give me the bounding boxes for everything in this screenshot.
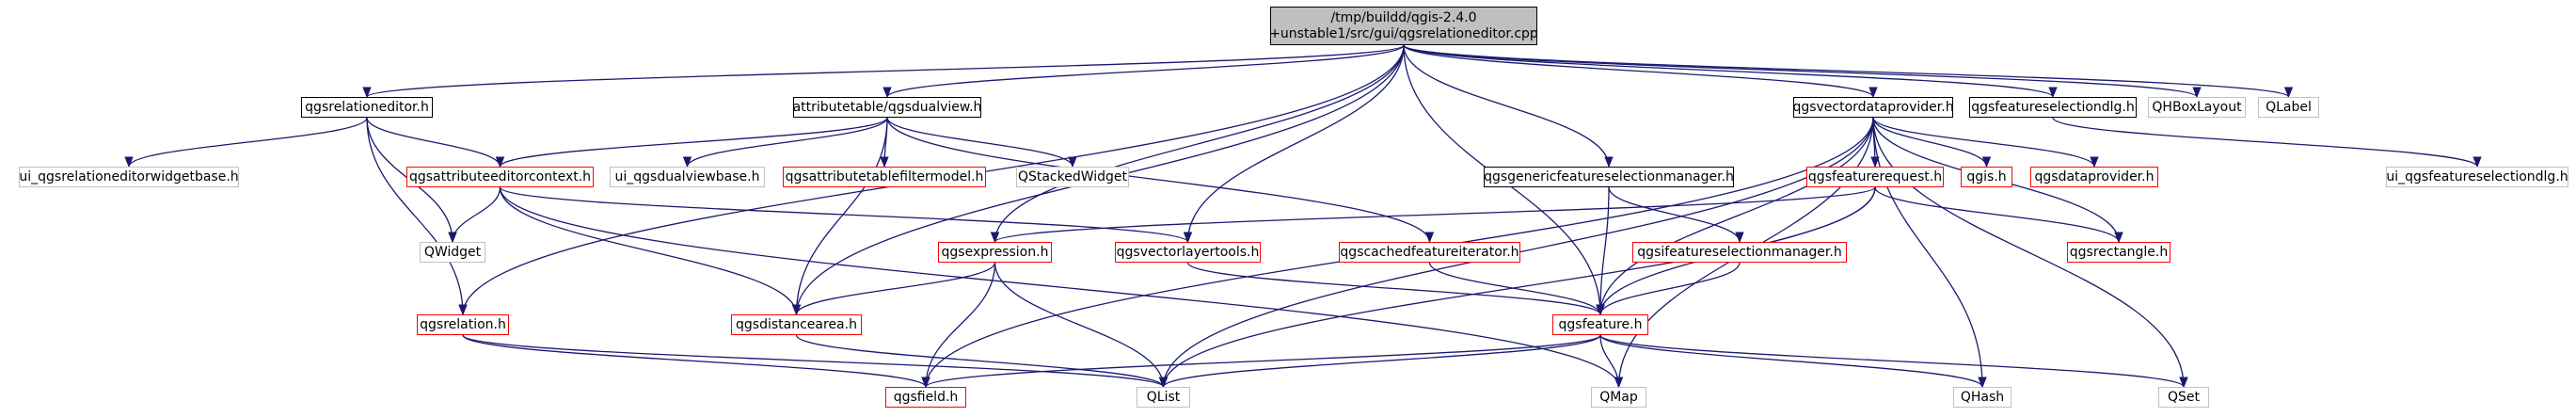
edge-qgsexpression_h-to-qgsdistancearea_h (791, 262, 996, 316)
node-qstackedwidget[interactable]: QStackedWidget (1016, 167, 1129, 187)
edge-qgsfeature_h-to-QHash (1599, 334, 1987, 389)
node-qgsattributetablefiltermodel-h[interactable]: qgsattributetablefiltermodel.h (783, 167, 986, 187)
node-qgsdistancearea-h[interactable]: qgsdistancearea.h (731, 314, 862, 335)
edge-qgsvectordataprovider_h-to-qgsfeature_h (1596, 117, 1874, 316)
node-qgsfeatureselectiondlg-h[interactable]: qgsfeatureselectiondlg.h (1969, 97, 2137, 118)
edge-qgsfeature_h-to-QMap (1599, 334, 1624, 389)
edge-qgscachedfeatureiterator_h-to-qgsfeature_h (1428, 262, 1605, 316)
edge-root-to-qgsexpression_h (990, 44, 1405, 244)
edge-qgsattributeeditorcontext_h-to-qgsvectorlayertools_h (499, 186, 1192, 244)
edge-attributetable_qgsdualview_h-to-qgsattributeeditorcontext_h (496, 117, 888, 168)
node-qgsattributeeditorcontext-h[interactable]: qgsattributeeditorcontext.h (406, 167, 594, 187)
edge-attributetable_qgsdualview_h-to-ui_qgsdualviewbase_h (682, 117, 888, 168)
edge-attributetable_qgsdualview_h-to-qgscachedfeatureiterator_h (886, 117, 1435, 244)
node-qgsifeatureselectionmanager-h[interactable]: qgsifeatureselectionmanager.h (1632, 242, 1847, 263)
edge-attributetable_qgsdualview_h-to-QStackedWidget (886, 117, 1077, 168)
node-qgsfeaturerequest-h[interactable]: qgsfeaturerequest.h (1806, 167, 1944, 187)
node-qgsexpression-h[interactable]: qgsexpression.h (938, 242, 1052, 263)
node-qlabel[interactable]: QLabel (2258, 97, 2319, 118)
node-qgsvectorlayertools-h[interactable]: qgsvectorlayertools.h (1115, 242, 1261, 263)
node-qgsfield-h[interactable]: qgsfield.h (885, 387, 966, 408)
root-path-line2: +unstable1/src/gui/qgsrelationeditor.cpp (1269, 25, 1538, 41)
edge-root-to-attributetable_qgsdualview_h (883, 44, 1405, 99)
edge-qgsvectorlayertools_h-to-qgsfeature_h (1186, 262, 1605, 316)
edge-qgsrelation_h-to-qgsfield_h (462, 334, 930, 389)
edge-qgsdistancearea_h-to-QList (795, 334, 1169, 389)
edge-root-to-QLabel (1403, 44, 2293, 99)
node-ui-qgsrelationeditorwidgetbase-h[interactable]: ui_qgsrelationeditorwidgetbase.h (19, 167, 239, 187)
node-qhash[interactable]: QHash (1953, 387, 2012, 408)
root-file-node[interactable]: /tmp/buildd/qgis-2.4.0 +unstable1/src/gu… (1269, 7, 1538, 45)
edge-root-to-qgsfeatureselectiondlg_h (1403, 44, 2058, 99)
edge-qgsattributeeditorcontext_h-to-QMap (499, 186, 1624, 389)
edge-root-to-qgsvectordataprovider_h (1403, 44, 1878, 99)
edge-qgsexpression_h-to-qgsfield_h (921, 262, 996, 389)
node-qgsvectordataprovider-h[interactable]: qgsvectordataprovider.h (1792, 97, 1954, 118)
node-qgsrelationeditor-h[interactable]: qgsrelationeditor.h (301, 97, 433, 118)
node-qlist[interactable]: QList (1137, 387, 1190, 408)
node-ui-qgsdualviewbase-h[interactable]: ui_qgsdualviewbase.h (610, 167, 765, 187)
node-qgscachedfeatureiterator-h[interactable]: qgscachedfeatureiterator.h (1339, 242, 1520, 263)
edge-qgsgenericfeatureselectionmanager_h-to-qgsifeatureselectionmanager_h (1608, 186, 1744, 244)
edge-qgsfeature_h-to-qgsfield_h (921, 334, 1601, 389)
edge-root-to-QHBoxLayout (1403, 44, 2202, 99)
node-qgis-h[interactable]: qgis.h (1961, 167, 2012, 187)
node-qhboxlayout[interactable]: QHBoxLayout (2148, 97, 2246, 118)
edge-qgsfeature_h-to-QList (1159, 334, 1601, 389)
edge-qgsattributeeditorcontext_h-to-qgsdistancearea_h (499, 186, 802, 316)
edge-qgsvectordataprovider_h-to-qgis_h (1872, 117, 1992, 168)
node-qgsdataprovider-h[interactable]: qgsdataprovider.h (2030, 167, 2158, 187)
root-path-line1: /tmp/buildd/qgis-2.4.0 (1330, 9, 1477, 25)
node-qgsgenericfeatureselectionmanager-h[interactable]: qgsgenericfeatureselectionmanager.h (1484, 167, 1734, 187)
edge-qgsfeature_h-to-QSet (1599, 334, 2188, 389)
edge-qgsvectordataprovider_h-to-qgsdataprovider_h (1872, 117, 2099, 168)
edge-qgsrelationeditor_h-to-qgsrelation_h (366, 117, 468, 316)
edge-root-to-qgsgenericfeatureselectionmanager_h (1403, 44, 1614, 168)
node-qgsrectangle-h[interactable]: qgsrectangle.h (2067, 242, 2171, 263)
edge-qgsgenericfeatureselectionmanager_h-to-qgsfeature_h (1596, 186, 1610, 316)
edge-root-to-qgsrelationeditor_h (362, 44, 1405, 99)
edge-qgsrelationeditor_h-to-ui_qgsrelationeditorwidgetbase_h (124, 117, 368, 168)
edge-qgsexpression_h-to-QList (994, 262, 1169, 389)
edge-qgsfeaturerequest_h-to-QList (1158, 186, 1876, 389)
node-qset[interactable]: QSet (2158, 387, 2209, 408)
edge-qgsattributeeditorcontext_h-to-QWidget (448, 186, 501, 244)
edge-qgsfeatureselectiondlg_h-to-ui_qgsfeatureselectiondlg_h (2052, 117, 2482, 168)
edge-qgsfeaturerequest_h-to-qgsexpression_h (991, 186, 1876, 244)
node-qgsfeature-h[interactable]: qgsfeature.h (1552, 314, 1648, 335)
node-attributetable-qgsdualview-h[interactable]: attributetable/qgsdualview.h (793, 97, 981, 118)
edge-qgsifeatureselectionmanager_h-to-qgsfeature_h (1596, 262, 1741, 316)
edge-qgsvectordataprovider_h-to-QSet (1872, 117, 2188, 389)
edge-qgsfeaturerequest_h-to-qgsrectangle_h (1874, 186, 2123, 244)
node-ui-qgsfeatureselectiondlg-h[interactable]: ui_qgsfeatureselectiondlg.h (2386, 167, 2568, 187)
node-qwidget[interactable]: QWidget (420, 242, 485, 263)
edge-qgsrelation_h-to-QList (462, 334, 1168, 389)
node-qmap[interactable]: QMap (1591, 387, 1646, 408)
edge-qgsvectordataprovider_h-to-QHash (1872, 117, 1987, 389)
node-qgsrelation-h[interactable]: qgsrelation.h (417, 314, 509, 335)
edge-attributetable_qgsdualview_h-to-qgsdistancearea_h (791, 117, 888, 316)
edge-root-to-qgsvectorlayertools_h (1183, 44, 1405, 244)
edge-qgsrelationeditor_h-to-qgsattributeeditorcontext_h (366, 117, 505, 168)
